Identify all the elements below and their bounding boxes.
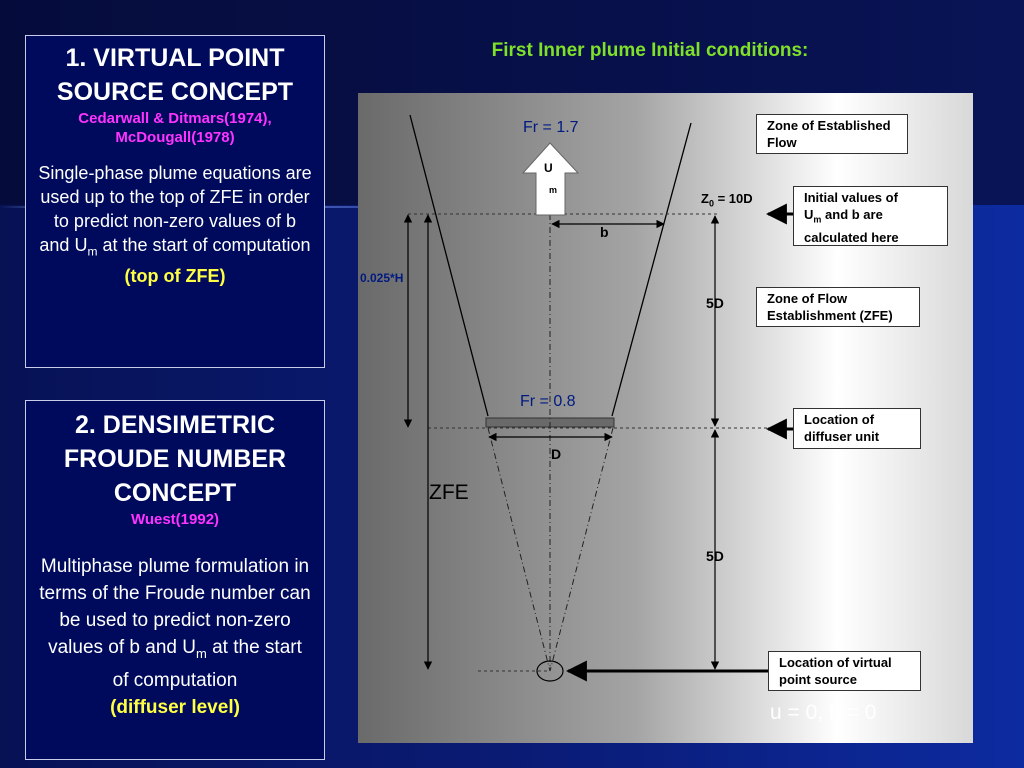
initial-values-text-3: and b are calculated here — [804, 207, 899, 245]
panel2-body-tail: at the start of computation — [112, 637, 302, 691]
z0-label-sub: 0 — [708, 198, 714, 209]
bottom-condition-label: u = 0, b = 0 — [770, 701, 877, 724]
panel2-body-text: Multiphase plume formulation in terms of… — [39, 556, 311, 658]
um-sub-label: m — [549, 185, 558, 195]
panel2-highlight: (diffuser level) — [110, 696, 240, 718]
panel2-title: 2. DENSIMETRIC FROUDE NUMBER CONCEPT — [63, 411, 287, 507]
plume-left-edge — [409, 114, 489, 417]
panel1-highlight: (top of ZFE) — [124, 265, 226, 286]
initial-values-text-1: Initial values of — [804, 190, 898, 205]
five-d-upper-label: 5D — [706, 295, 724, 311]
diffuser-location-box: Location of diffuser unit — [793, 408, 921, 449]
fr-top-label: Fr = 1.7 — [523, 119, 579, 136]
virtual-source-box: Location of virtual point source — [768, 651, 921, 691]
um-label-text: U — [544, 161, 553, 175]
panel1-citation-2: McDougall(1978) — [115, 129, 235, 146]
zfe-label: ZFE — [429, 481, 469, 504]
panel1-citation-1: Cedarwall & Ditmars(1974), — [78, 110, 272, 127]
um-arrow — [521, 142, 580, 216]
virtual-point-source-panel: 1. VIRTUAL POINT SOURCE CONCEPT Cedarwal… — [25, 35, 325, 368]
panel2-body: Multiphase plume formulation in terms of… — [26, 553, 324, 694]
slide-heading: First Inner plume Initial conditions: — [491, 40, 809, 61]
panel1-body-text: Single-phase plume equations are used up… — [38, 163, 312, 255]
z0-label: Z0 = 10D — [701, 191, 753, 209]
z0-label-text: Z — [701, 191, 709, 206]
plume-diagram: Fr = 1.7 Fr = 0.8 U m b D Z0 = 10D 5D 5D… — [358, 93, 973, 743]
initial-values-sub: m — [813, 214, 822, 225]
d-label: D — [551, 446, 562, 462]
five-d-lower-label: 5D — [706, 548, 724, 564]
panel2-citation: Wuest(1992) — [130, 511, 220, 528]
established-flow-box: Zone of Established Flow — [756, 114, 908, 154]
virtual-cone-right — [549, 427, 614, 672]
densimetric-froude-panel: 2. DENSIMETRIC FROUDE NUMBER CONCEPT Wue… — [25, 400, 325, 760]
h-label: 0.025*H — [360, 271, 404, 285]
zfe-box: Zone of Flow Establishment (ZFE) — [756, 287, 920, 327]
plume-right-edge — [611, 122, 692, 417]
b-label: b — [600, 224, 609, 240]
um-label: U — [544, 161, 553, 175]
virtual-source-marker — [536, 660, 564, 682]
fr-mid-label: Fr = 0.8 — [520, 393, 576, 410]
z0-label-value: = 10D — [713, 191, 753, 206]
plume-diagram-svg — [403, 114, 793, 682]
panel1-title: 1. VIRTUAL POINT SOURCE CONCEPT — [56, 44, 294, 106]
panel1-body: Single-phase plume equations are used up… — [26, 161, 324, 264]
panel1-body-tail: at the start of computation — [97, 235, 311, 255]
initial-values-text-2: U — [804, 207, 814, 222]
virtual-cone-left — [487, 427, 551, 672]
panel1-body-sub: m — [87, 244, 98, 259]
panel2-body-sub: m — [195, 645, 207, 661]
initial-values-box: Initial values of Um and b are calculate… — [793, 186, 948, 246]
